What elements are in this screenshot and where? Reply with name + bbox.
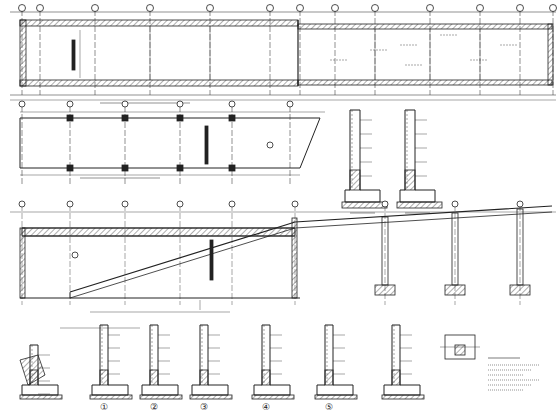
callout-number: ⑤	[324, 403, 334, 413]
callout-number: ②	[149, 403, 159, 413]
callout-number: ④	[261, 403, 271, 413]
callout-number: ③	[199, 403, 209, 413]
linework	[10, 5, 557, 400]
callout-number: ①	[99, 403, 109, 413]
